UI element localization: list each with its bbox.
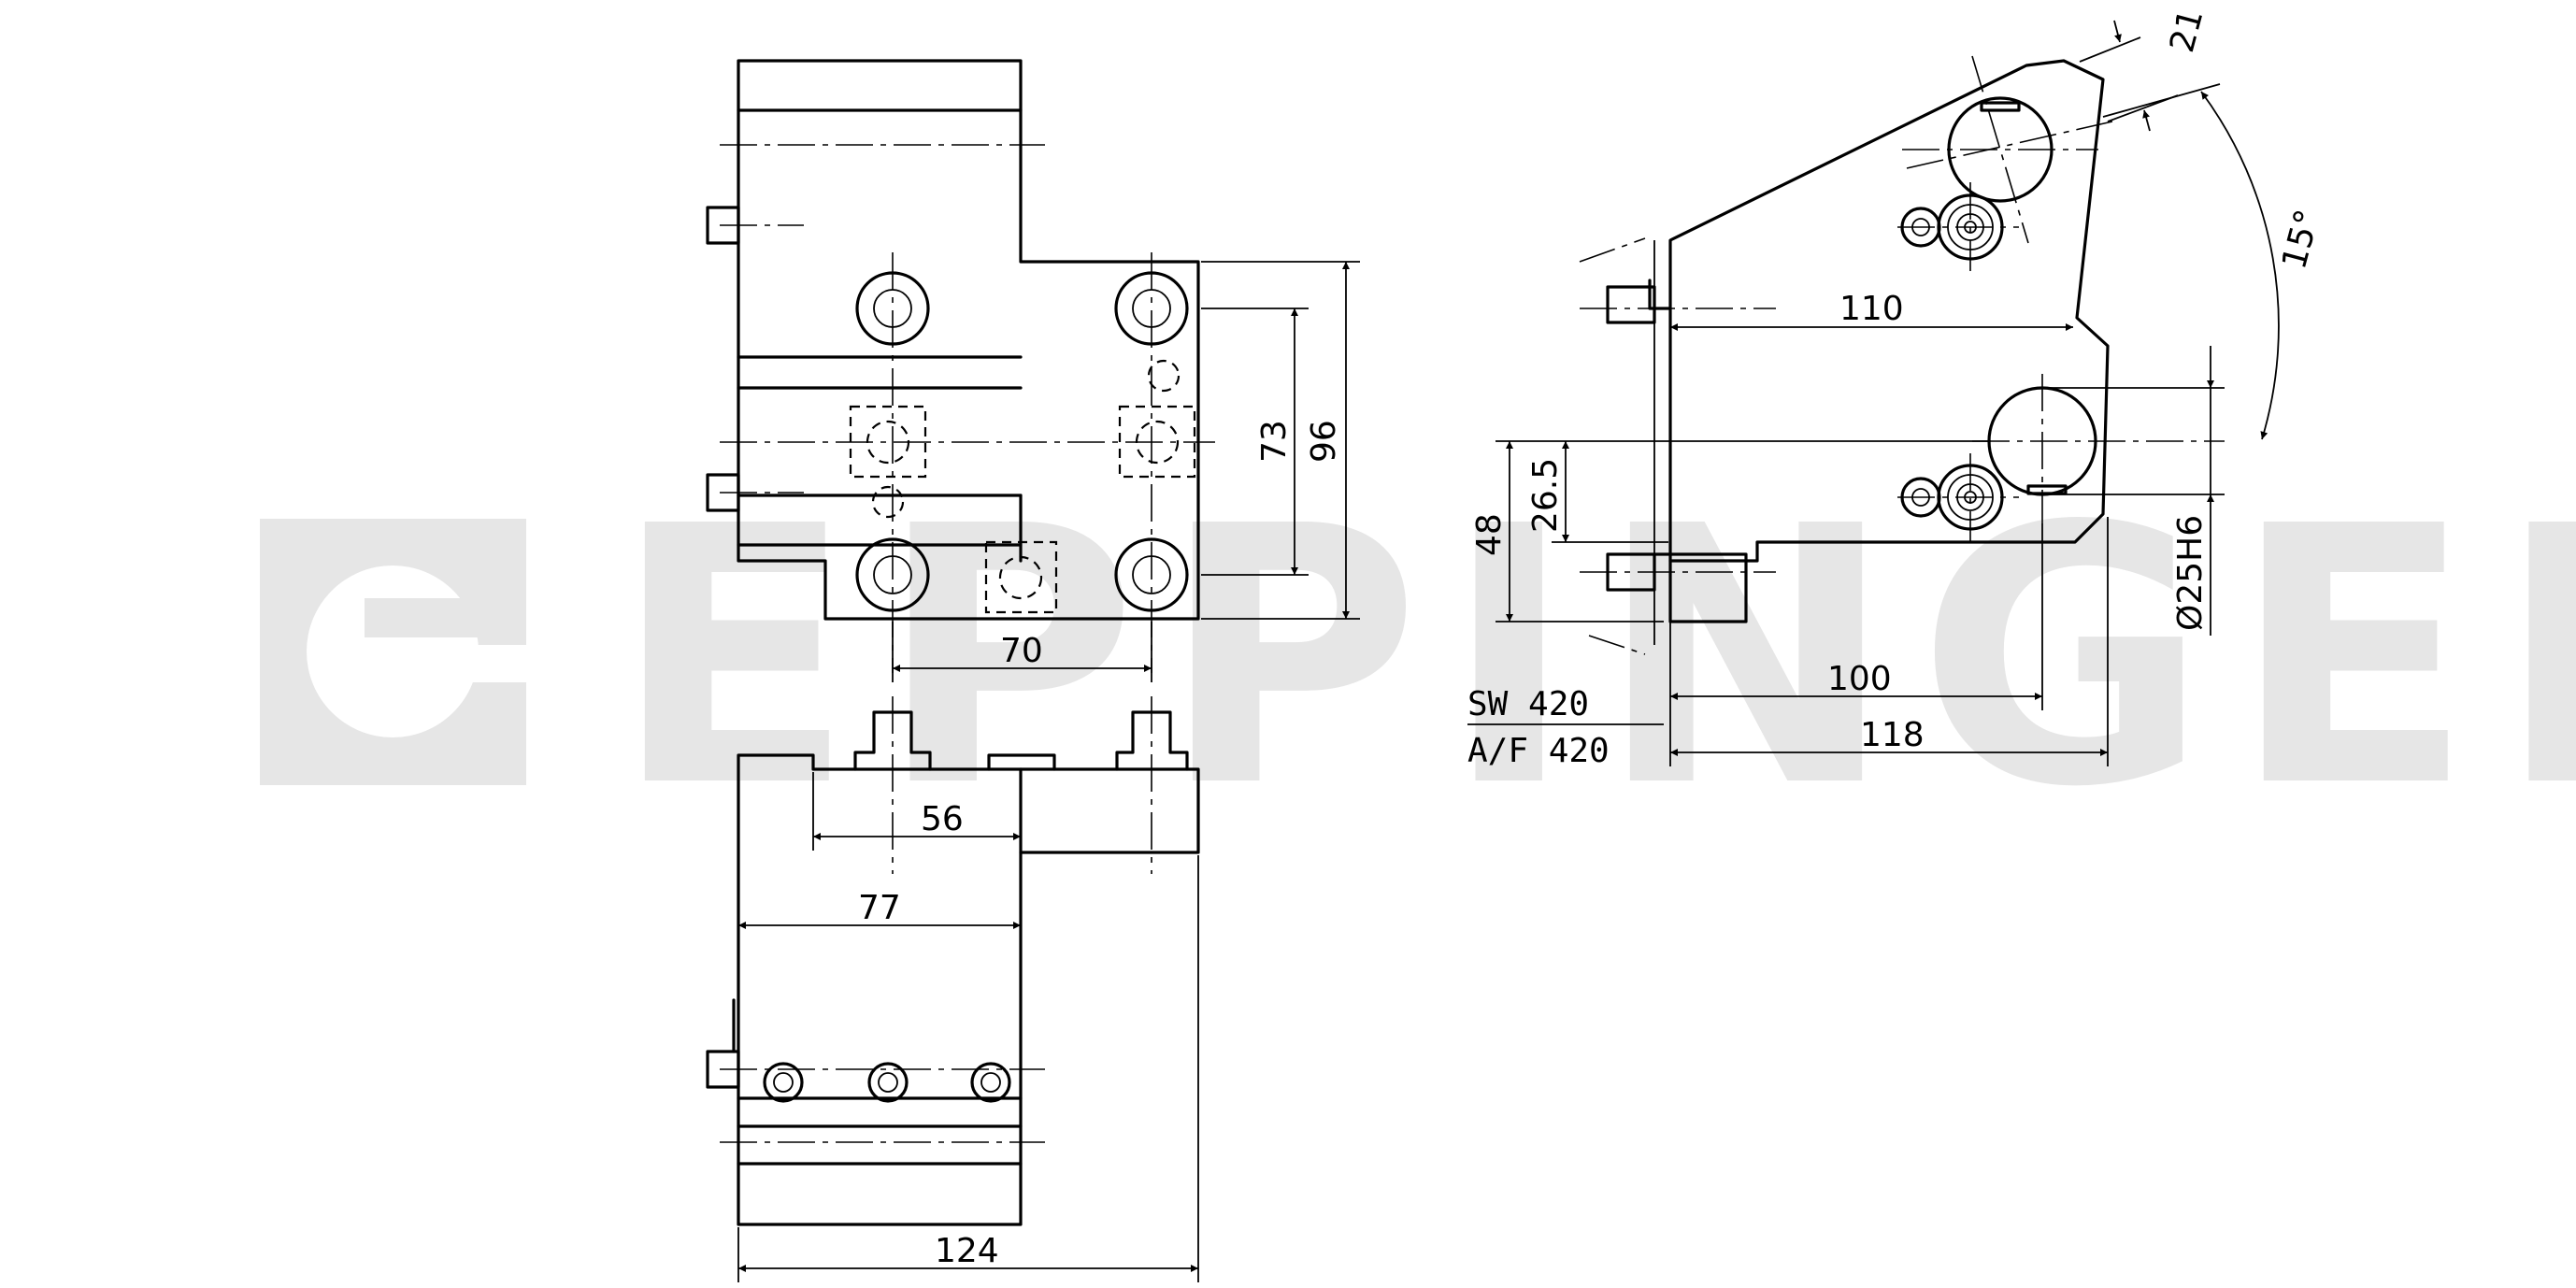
dim-56: 56 bbox=[921, 800, 964, 838]
front-view: 70 73 96 bbox=[706, 59, 1360, 682]
dim-124: 124 bbox=[935, 1232, 999, 1270]
dim-bore-diameter: Ø25H6 bbox=[2171, 515, 2210, 631]
dim-96: 96 bbox=[1305, 420, 1343, 463]
bottom-view: 56 77 124 bbox=[706, 696, 1200, 1282]
wrench-size-sw: SW 420 bbox=[1467, 685, 1589, 723]
dim-48: 48 bbox=[1470, 513, 1509, 556]
dim-77: 77 bbox=[858, 889, 901, 927]
dim-26-5: 26.5 bbox=[1526, 458, 1565, 533]
dim-21: 21 bbox=[2163, 5, 2211, 56]
dim-angle-15: 15° bbox=[2275, 206, 2327, 273]
side-view: 110 100 118 48 26.5 Ø25H6 21 bbox=[1467, 5, 2327, 770]
bolt-head bbox=[867, 1062, 909, 1103]
dim-110: 110 bbox=[1839, 290, 1904, 328]
dim-73: 73 bbox=[1255, 420, 1294, 463]
bolt-head bbox=[970, 1062, 1011, 1103]
watermark-text: EPPINGER bbox=[612, 451, 2576, 865]
bolt-head bbox=[763, 1062, 804, 1103]
dim-118: 118 bbox=[1860, 716, 1925, 754]
dim-70: 70 bbox=[1000, 632, 1043, 670]
dim-100: 100 bbox=[1827, 660, 1892, 698]
brand-watermark: EPPINGER bbox=[260, 451, 2576, 865]
wrench-size-af: A/F 420 bbox=[1467, 732, 1610, 770]
